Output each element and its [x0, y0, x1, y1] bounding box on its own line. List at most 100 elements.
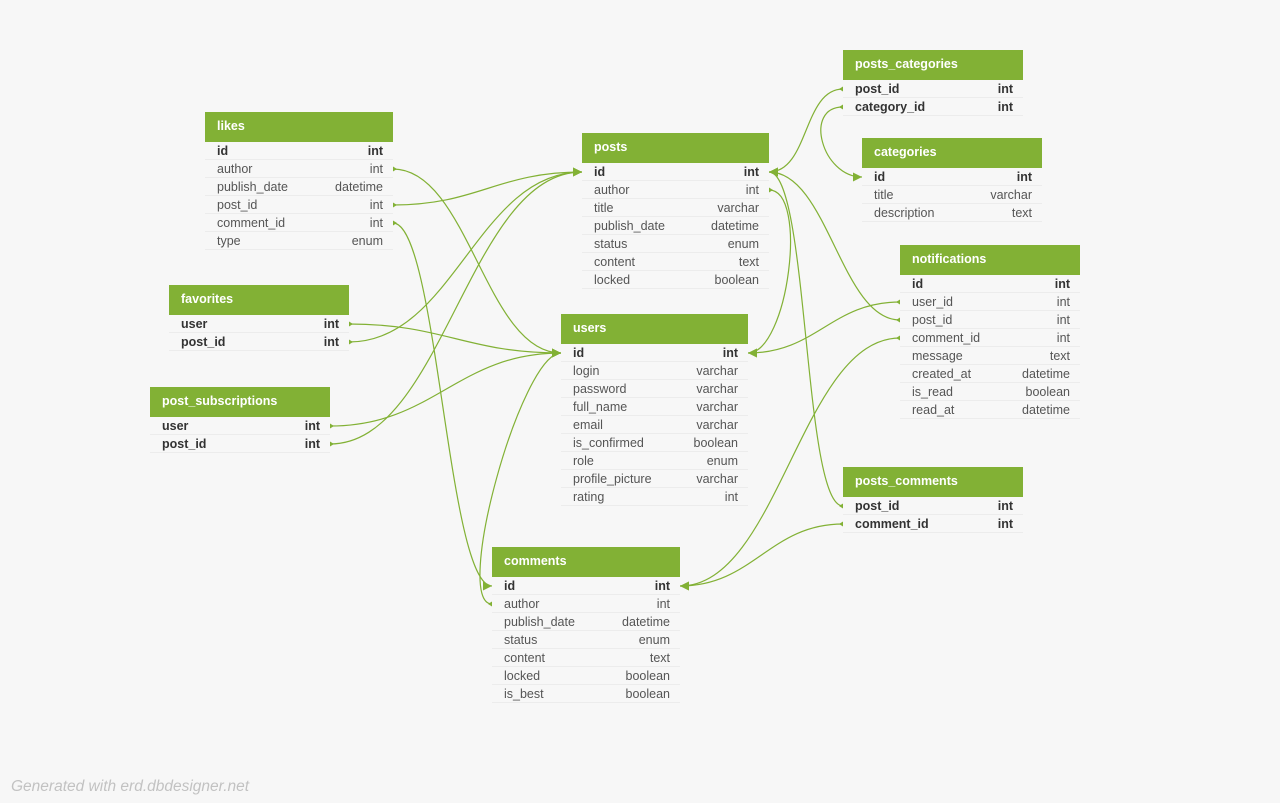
column-name: author: [217, 162, 253, 176]
column-type: int: [1056, 331, 1070, 345]
column-type: boolean: [714, 273, 760, 287]
table-title[interactable]: comments: [492, 547, 680, 577]
column-name: post_id: [855, 499, 900, 513]
column-name: login: [573, 364, 600, 378]
link-target-arrow: [573, 167, 582, 177]
table-title[interactable]: favorites: [169, 285, 349, 315]
column-type: boolean: [625, 687, 671, 701]
relation-link: [392, 222, 493, 587]
relation-link: [820, 106, 863, 178]
column-name: publish_date: [594, 219, 665, 233]
table-title[interactable]: users: [561, 314, 748, 344]
column-type: int: [1054, 277, 1070, 291]
link-target-arrow: [680, 581, 689, 591]
column-type: int: [722, 346, 738, 360]
column-name: message: [912, 349, 963, 363]
table-title[interactable]: post_subscriptions: [150, 387, 330, 417]
table-title[interactable]: notifications: [900, 245, 1080, 275]
link-target-arrow: [573, 167, 582, 177]
column-type: int: [369, 198, 383, 212]
column-type: varchar: [696, 364, 738, 378]
column-name: post_id: [855, 82, 900, 96]
table-title[interactable]: categories: [862, 138, 1042, 168]
column-name: is_confirmed: [573, 436, 644, 450]
link-target-arrow: [483, 581, 492, 591]
column-row[interactable]: publish_date datetime: [582, 217, 769, 235]
table-title[interactable]: posts_categories: [843, 50, 1023, 80]
column-name: id: [217, 144, 229, 158]
column-type: varchar: [696, 472, 738, 486]
column-type: datetime: [711, 219, 759, 233]
table-title[interactable]: posts_comments: [843, 467, 1023, 497]
column-name: created_at: [912, 367, 972, 381]
table-title[interactable]: posts: [582, 133, 769, 163]
link-target-arrow: [769, 167, 778, 177]
table-title[interactable]: likes: [205, 112, 393, 142]
relation-link: [768, 171, 844, 507]
link-target-arrow: [552, 348, 561, 358]
column-row[interactable]: login varchar: [561, 362, 748, 380]
column-name: publish_date: [217, 180, 288, 194]
column-type: int: [367, 144, 383, 158]
column-name: is_best: [504, 687, 544, 701]
column-row[interactable]: id int: [205, 142, 393, 160]
column-type: int: [369, 216, 383, 230]
column-name: user: [181, 317, 208, 331]
column-row[interactable]: is_best boolean: [492, 685, 680, 703]
